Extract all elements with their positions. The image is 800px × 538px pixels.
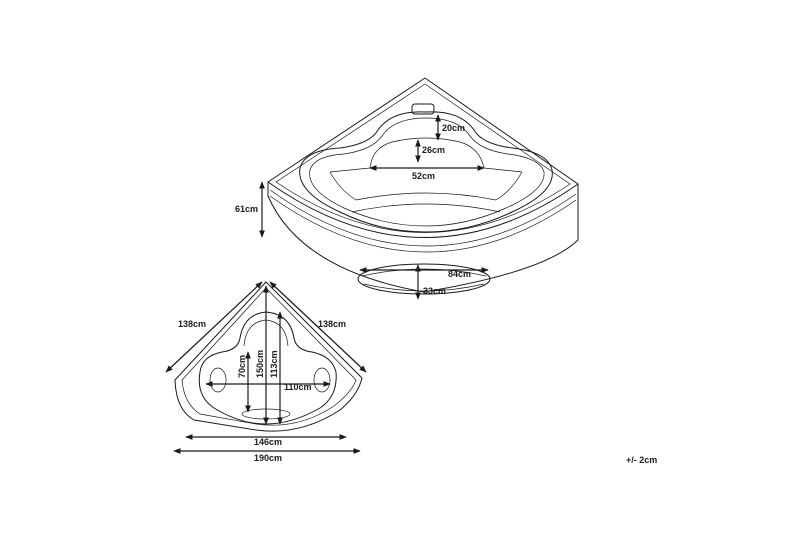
label-side-right: 138cm xyxy=(318,319,346,329)
front-apron xyxy=(267,181,579,293)
front-step xyxy=(357,263,491,295)
label-inner-a: 70cm xyxy=(237,355,247,378)
dim-side-left-arrow xyxy=(165,281,263,373)
seat-shape xyxy=(369,137,485,169)
label-step-width: 84cm xyxy=(448,269,471,279)
label-height: 61cm xyxy=(235,204,258,214)
label-side-left: 138cm xyxy=(178,319,206,329)
perspective-view: 20cm 26cm 52cm 61cm 84cm 33cm xyxy=(235,77,579,300)
label-inner-b: 150cm xyxy=(255,350,265,378)
label-step-height: 33cm xyxy=(423,286,446,296)
label-overall-width: 190cm xyxy=(254,453,282,463)
outer-rim xyxy=(267,77,579,238)
label-seat-width: 52cm xyxy=(412,171,435,181)
label-seat-depth: 26cm xyxy=(422,145,445,155)
label-inner-width: 110cm xyxy=(284,382,312,392)
tolerance-note: +/- 2cm xyxy=(626,455,657,465)
plan-view: 138cm 138cm 70cm 150cm 113cm 110cm 146cm… xyxy=(165,281,367,463)
outer-rim-inner xyxy=(275,83,571,233)
basin-inner xyxy=(309,117,545,227)
dim-side-right-arrow xyxy=(269,281,367,373)
label-headrest: 20cm xyxy=(442,123,465,133)
label-inner-c: 113cm xyxy=(269,350,279,378)
headrest-pillow xyxy=(411,103,435,115)
basin-outline xyxy=(299,111,553,233)
label-rim-width: 146cm xyxy=(254,437,282,447)
plan-outline xyxy=(174,281,363,432)
